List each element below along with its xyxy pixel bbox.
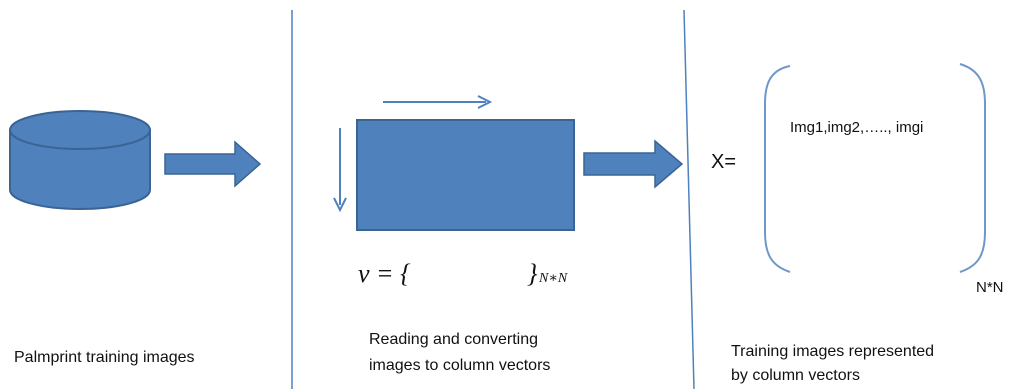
formula-close-brace: }	[527, 259, 538, 288]
caption-middle-line1: Reading and converting	[369, 331, 539, 348]
scan-direction-right-arrow-icon	[383, 95, 493, 109]
matrix-right-bracket-icon	[959, 63, 986, 273]
matrix-content: Img1,img2,….., imgi	[790, 119, 924, 136]
matrix-size-label: N*N	[976, 279, 1004, 296]
scan-direction-down-arrow-icon	[333, 128, 347, 213]
block-arrow-right-icon	[164, 140, 262, 188]
block-arrow-right-icon-2	[583, 139, 684, 189]
x-equals-label: X=	[711, 151, 737, 173]
formula-subscript: N∗N	[539, 271, 568, 286]
caption-left: Palmprint training images	[14, 349, 195, 366]
caption-right-line2: by column vectors	[731, 367, 860, 384]
caption-right-line1: Training images represented	[731, 343, 935, 360]
divider-right	[683, 9, 695, 389]
caption-middle-line2: images to column vectors	[369, 357, 551, 374]
formula-v: v = {	[358, 259, 411, 288]
matrix-left-bracket-icon	[764, 65, 791, 273]
database-cylinder-icon	[9, 110, 151, 210]
image-rectangle	[356, 119, 575, 231]
